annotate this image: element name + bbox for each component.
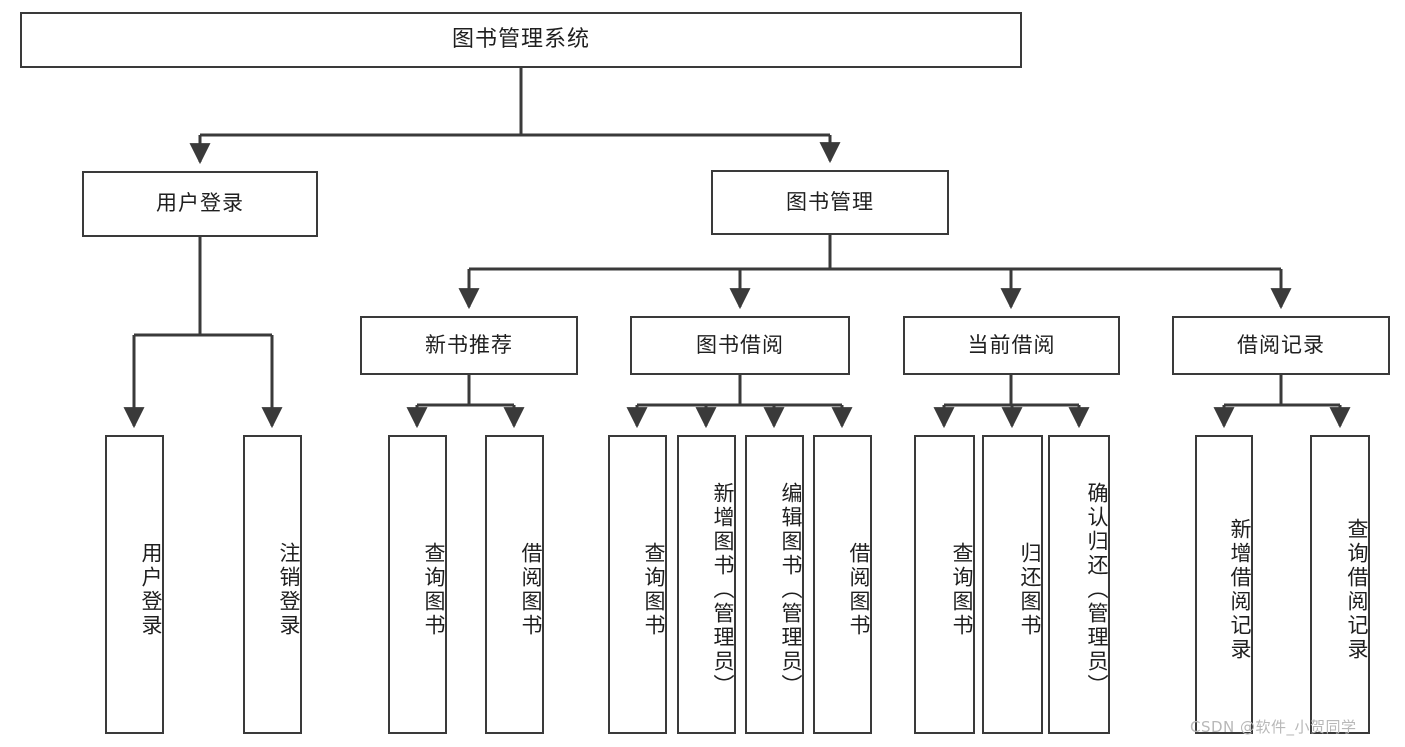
leaf-query-borrow-record[interactable]: 查询借阅记录 [1310,435,1370,734]
csdn-watermark: CSDN @软件_小贺同学 [1190,718,1357,736]
leaf-label: 确认归还（管理员） [1085,481,1109,698]
leaf-add-book-admin[interactable]: 新增图书（管理员） [677,435,736,734]
leaf-label: 编辑图书（管理员） [779,481,803,698]
leaf-label: 查询借阅记录 [1345,517,1369,662]
leaf-label: 归还图书 [1018,541,1042,638]
leaf-borrow-book-recommend[interactable]: 借阅图书 [485,435,544,734]
leaf-return-book[interactable]: 归还图书 [982,435,1043,734]
leaf-add-borrow-record[interactable]: 新增借阅记录 [1195,435,1253,734]
leaf-label: 查询图书 [950,541,974,638]
leaf-user-login[interactable]: 用户登录 [105,435,164,734]
leaf-query-book-current[interactable]: 查询图书 [914,435,975,734]
leaf-label: 新增借阅记录 [1228,517,1252,662]
node-current-borrow[interactable]: 当前借阅 [903,316,1120,375]
node-new-book-recommend[interactable]: 新书推荐 [360,316,578,375]
leaf-label: 查询图书 [422,541,446,638]
node-user-login[interactable]: 用户登录 [82,171,318,237]
leaf-label: 新增图书（管理员） [711,481,735,698]
leaf-label: 用户登录 [139,541,163,638]
leaf-label: 查询图书 [642,541,666,638]
leaf-label: 借阅图书 [519,541,543,638]
leaf-edit-book-admin[interactable]: 编辑图书（管理员） [745,435,804,734]
leaf-query-book-borrow[interactable]: 查询图书 [608,435,667,734]
leaf-logout-login[interactable]: 注销登录 [243,435,302,734]
leaf-confirm-return-admin[interactable]: 确认归还（管理员） [1048,435,1110,734]
leaf-label: 借阅图书 [847,541,871,638]
node-book-borrow[interactable]: 图书借阅 [630,316,850,375]
leaf-borrow-book[interactable]: 借阅图书 [813,435,872,734]
leaf-query-book-recommend[interactable]: 查询图书 [388,435,447,734]
node-book-management[interactable]: 图书管理 [711,170,949,235]
node-borrow-record[interactable]: 借阅记录 [1172,316,1390,375]
node-root[interactable]: 图书管理系统 [20,12,1022,68]
leaf-label: 注销登录 [277,541,301,638]
